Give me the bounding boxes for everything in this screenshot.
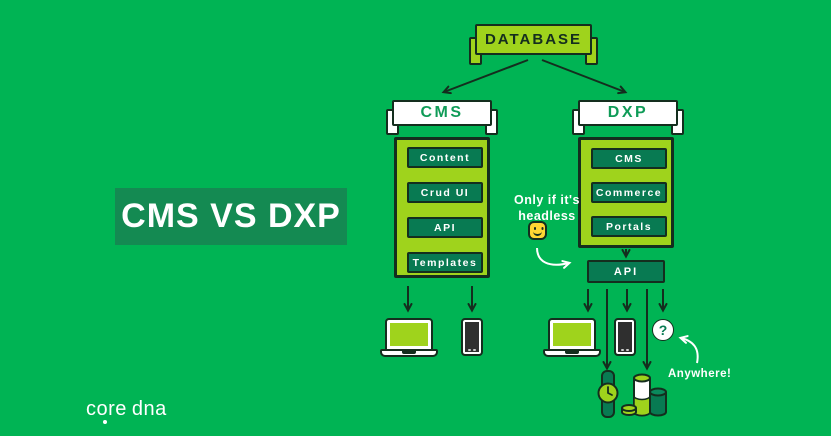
headless-note: Only if it's headless <box>514 193 580 224</box>
cms-step-api: API <box>407 217 483 238</box>
page-title-label: CMS VS DXP <box>121 197 341 235</box>
dxp-module-cms: CMS <box>591 148 667 169</box>
logo-dna: dna <box>131 398 167 420</box>
database-node: DATABASE <box>469 24 598 65</box>
anywhere-note: Anywhere! <box>668 368 732 380</box>
anywhere-arrow <box>678 335 699 364</box>
cms-step-content: Content <box>407 147 483 168</box>
dxp-header-label: DXP <box>578 100 678 126</box>
laptop-base <box>380 349 438 357</box>
laptop-icon <box>380 318 438 357</box>
smartphone-icon <box>461 318 483 356</box>
dxp-module-commerce: Commerce <box>591 182 667 203</box>
smartphone-icon <box>614 318 636 356</box>
coins-icon <box>621 373 667 417</box>
dxp-api-node: API <box>587 260 665 283</box>
headless-arrow <box>536 247 572 269</box>
laptop-screen <box>385 318 433 351</box>
cms-header-label: CMS <box>392 100 492 126</box>
cms-step-crud-ui: Crud UI <box>407 182 483 203</box>
question-mark-icon: ? <box>652 319 674 341</box>
logo-core: core <box>86 398 127 420</box>
logo-dot <box>103 420 107 424</box>
smartwatch-icon <box>597 370 619 418</box>
dxp-module-portals: Portals <box>591 216 667 237</box>
laptop-icon <box>543 318 601 357</box>
laptop-base <box>543 349 601 357</box>
dxp-header-node: DXP <box>572 100 684 135</box>
page-title: CMS VS DXP <box>115 188 347 245</box>
cms-header-node: CMS <box>386 100 498 135</box>
cms-pipeline-container: Content Crud UI API Templates <box>394 137 490 278</box>
dxp-modules-container: CMS Commerce Portals <box>578 137 674 248</box>
laptop-screen <box>548 318 596 351</box>
cms-step-templates: Templates <box>407 252 483 273</box>
database-label: DATABASE <box>475 24 592 55</box>
smiley-face-icon <box>528 221 547 240</box>
